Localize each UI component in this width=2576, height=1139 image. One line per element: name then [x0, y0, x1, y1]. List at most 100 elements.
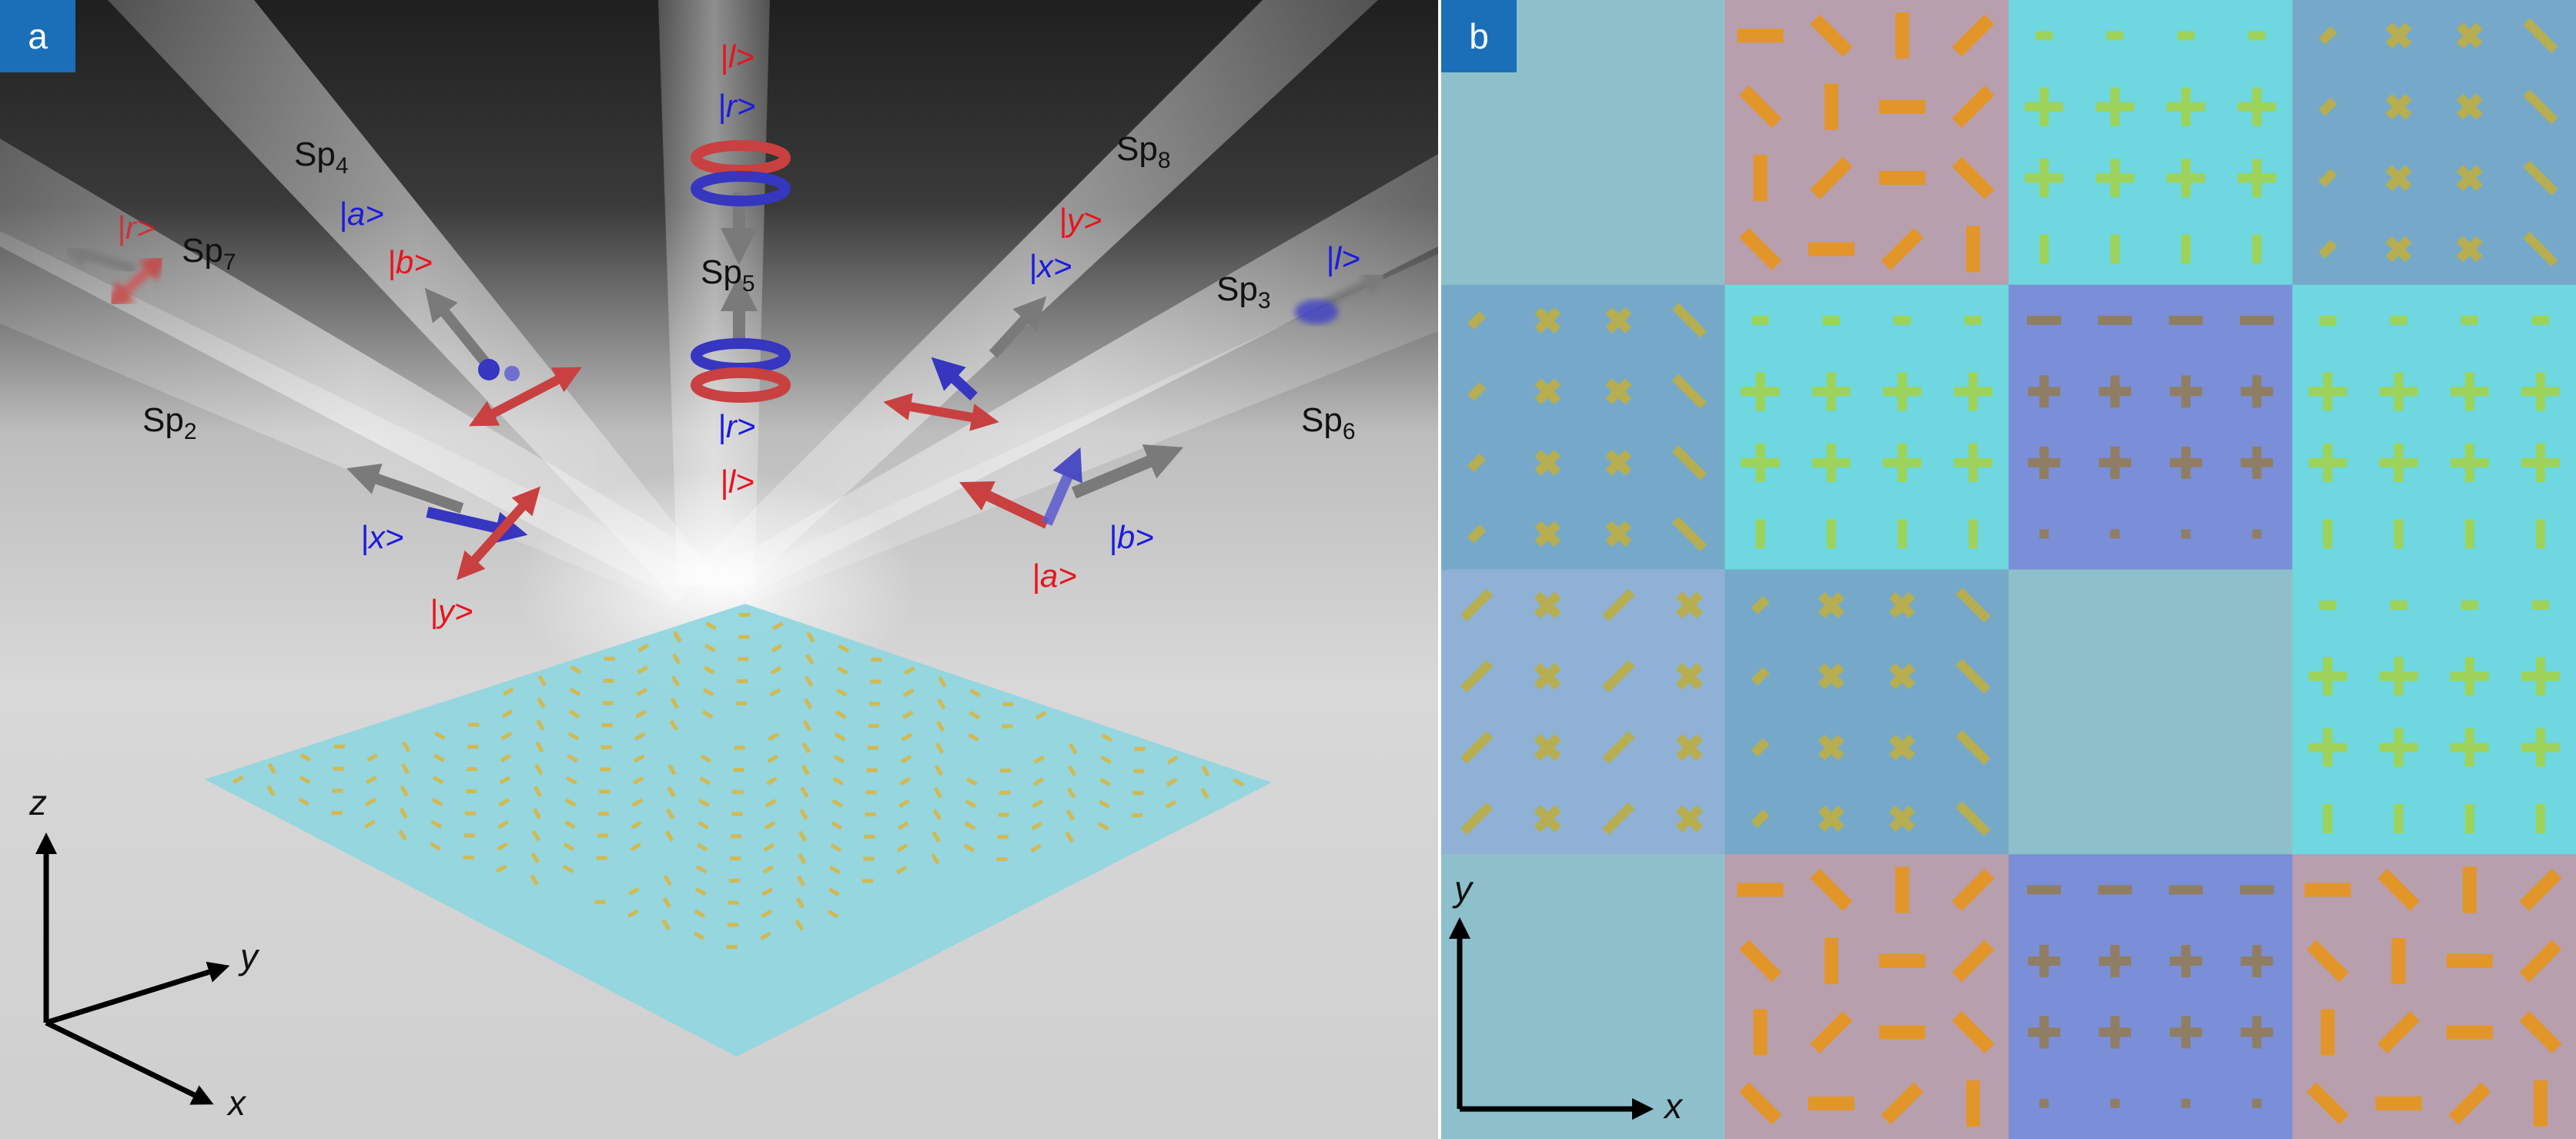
nanofin [1823, 316, 1840, 325]
nanofin [2110, 529, 2119, 538]
nanofin-bar [2465, 657, 2474, 695]
nanofin [2461, 316, 2478, 325]
nanofin [2181, 1099, 2190, 1108]
nanofin-bar [2039, 1016, 2049, 1048]
nanofin-bar [1827, 519, 1836, 548]
plane-nanofin [738, 657, 748, 661]
nanofin [1895, 866, 1909, 913]
cell-background [2009, 570, 2293, 855]
nanofin [1966, 1080, 1980, 1127]
nanofin-bar [1898, 519, 1907, 548]
nanofin-bar [2320, 601, 2337, 610]
nanofin [2027, 885, 2061, 894]
nanofin-bar [2532, 316, 2549, 325]
plane-nanofin [734, 768, 744, 772]
nanofin-bar [2394, 657, 2404, 695]
nanofin-bar [2447, 1025, 2493, 1039]
nanofin [1879, 954, 1925, 968]
plane-nanofin [598, 812, 609, 816]
plane-nanofin [728, 901, 739, 905]
plane-nanofin [1132, 813, 1142, 817]
nanofin-bar [1894, 316, 1911, 325]
nanofin [1879, 1025, 1925, 1039]
nanofin-bar [1738, 883, 1784, 896]
nanofin-bar [2039, 945, 2049, 977]
cell-background [1725, 285, 2009, 570]
nanofin [1965, 316, 1982, 325]
y-axis-label: y [1452, 869, 1474, 909]
nanofin-bar [2039, 159, 2049, 197]
state-sp5-l-bottom: |l> [720, 464, 754, 501]
nanofin-bar [2465, 444, 2474, 482]
nanofin-bar [2532, 601, 2549, 610]
plane-nanofin [870, 680, 881, 684]
nanofin [2465, 519, 2474, 548]
nanofin-bar [2390, 316, 2407, 325]
nanofin-bar [2323, 657, 2333, 695]
nanofin-bar [1827, 372, 1836, 410]
plane-nanofin [737, 679, 748, 683]
nanofin [2039, 1099, 2049, 1108]
nanofin [2110, 235, 2119, 264]
panel-a-illustration: Sp7 Sp4 Sp5 Sp8 Sp3 Sp2 Sp6 |r> |a> |b> … [0, 0, 1438, 1139]
nanofin-bar [1756, 372, 1765, 410]
nanofin-bar [2394, 519, 2404, 548]
nanofin [1825, 84, 1838, 130]
nanofin-bar [1825, 938, 1838, 984]
plane-nanofin [868, 724, 879, 728]
plane-nanofin [1133, 769, 1144, 773]
plane-nanofin [597, 856, 607, 860]
plane-nanofin [998, 835, 1009, 839]
nanofin-bar [2252, 945, 2261, 977]
nanofin-bar [2240, 316, 2273, 325]
state-sp8-y: |y> [1059, 202, 1102, 239]
x-axis-label: x [1663, 1086, 1684, 1126]
x-axis-label: x [226, 1083, 247, 1123]
nanofin-bar [2181, 945, 2190, 977]
plane-nanofin [467, 745, 478, 749]
plane-nanofin [997, 857, 1008, 861]
nanofin [2323, 804, 2333, 833]
z-axis-label: z [28, 782, 47, 822]
plane-nanofin [604, 657, 615, 661]
nanofin-bar [2465, 519, 2474, 548]
nanofin-bar [1965, 316, 1982, 325]
nanofin [2390, 316, 2407, 325]
nanofin-bar [2248, 31, 2265, 40]
panel-a-svg: Sp7 Sp4 Sp5 Sp8 Sp3 Sp2 Sp6 |r> |a> |b> … [0, 0, 1438, 1139]
sp4-blue-dot [478, 359, 500, 380]
nanofin-bar [2169, 316, 2203, 325]
nanofin-bar [2536, 804, 2545, 833]
nanofin-bar [2536, 657, 2545, 695]
nanofin-bar [2039, 1099, 2049, 1108]
nanofin [2323, 519, 2333, 548]
plane-nanofin [999, 813, 1009, 817]
nanofin-bar [2534, 1080, 2548, 1127]
state-sp5-r-bottom: |r> [718, 408, 755, 445]
nanofin-bar [1754, 155, 1768, 201]
nanofin-bar [2181, 447, 2190, 479]
state-sp8-x: |x> [1029, 248, 1072, 285]
nanofin-bar [2323, 444, 2333, 482]
nanofin [2461, 601, 2478, 610]
nanofin-bar [1823, 316, 1840, 325]
nanofin-bar [2110, 235, 2119, 264]
metasurface-cell-diag [1441, 285, 1725, 570]
plane-nanofin [600, 768, 611, 772]
plane-nanofin [863, 857, 874, 861]
nanofin [2392, 938, 2406, 984]
nanofin-bar [1879, 100, 1925, 114]
nanofin [2098, 316, 2132, 325]
metasurface-cells [1441, 0, 2576, 1139]
plane-nanofin [867, 769, 878, 772]
state-sp6-a: |a> [1032, 558, 1077, 595]
nanofin-bar [2252, 88, 2261, 126]
nanofin [2536, 804, 2545, 833]
nanofin [2320, 601, 2337, 610]
nanofin-bar [2447, 954, 2493, 968]
nanofin [2039, 529, 2049, 538]
nanofin [2447, 954, 2493, 968]
nanofin [2532, 316, 2549, 325]
metasurface-cell-diag [1725, 570, 2009, 855]
plane-nanofin [866, 790, 877, 794]
